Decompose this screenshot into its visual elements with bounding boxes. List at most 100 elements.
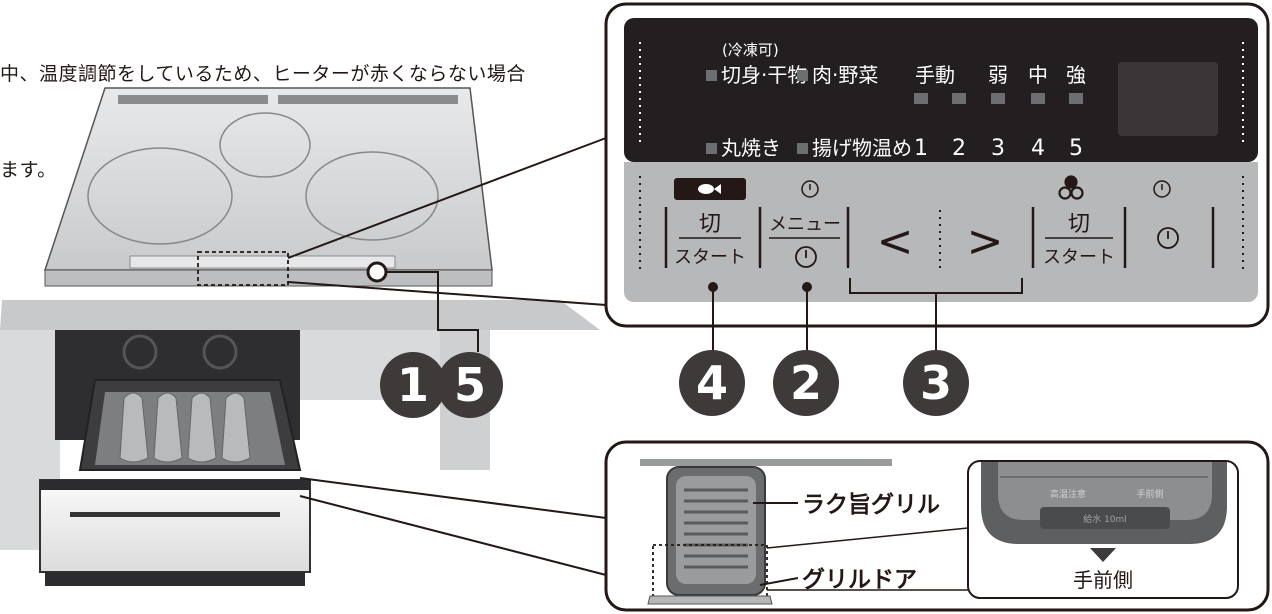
right-arrow-button[interactable]: > xyxy=(942,206,1030,270)
zoom-front-label: 手前側 xyxy=(1136,488,1163,500)
door-label: グリルドア xyxy=(802,566,917,593)
left-arrow-label: < xyxy=(877,216,914,267)
right-timer-button[interactable] xyxy=(1127,206,1211,270)
fish-3 xyxy=(187,392,217,463)
fish-2 xyxy=(153,392,183,463)
burner-center xyxy=(219,112,311,178)
fish-icon xyxy=(698,184,721,194)
timer-icon-right xyxy=(1153,180,1171,198)
indicator-kirimi xyxy=(706,70,717,81)
power-button-highlight xyxy=(366,261,388,283)
vent-left xyxy=(118,95,268,104)
top-plate xyxy=(43,87,493,271)
grill-door xyxy=(39,479,311,573)
level-indicator-4 xyxy=(1031,93,1045,104)
grill-closeup: ラク旨グリル グリルドア 高温注意 手前側 給水 10ml 手前側 xyxy=(604,440,1270,612)
timer-icons xyxy=(801,180,1171,198)
marker-5: 5 xyxy=(437,352,503,418)
callout-grill-upper xyxy=(299,477,607,519)
zoom-water-label: 給水 10ml xyxy=(1083,513,1127,525)
triple-heater-icon xyxy=(1058,175,1084,200)
menu-timer-icon xyxy=(795,246,817,268)
intro-text: 中、温度調節をしているため、ヒーターが赤くならない場合 ます。 xyxy=(0,0,526,218)
fish-group xyxy=(119,392,251,463)
menu-label: メニュー xyxy=(769,214,841,235)
frozen-note: (冷凍可) xyxy=(722,41,779,59)
grill-door-top xyxy=(40,480,310,490)
cavity-ring-right xyxy=(202,334,238,370)
indicator-niku xyxy=(797,70,808,81)
door-callout-line xyxy=(759,577,799,586)
marker-pointers xyxy=(712,278,1023,352)
level-number-5: 5 xyxy=(1069,136,1083,161)
level-number-1: 1 xyxy=(914,136,928,161)
grill-off-label: 切 xyxy=(699,212,721,237)
level-indicator-2 xyxy=(952,93,966,104)
control-panel-closeup: (冷凍可) 切身·干物 肉·野菜 丸焼き 揚げ物温め 手動 弱 中 強 1 2 … xyxy=(604,2,1270,328)
grill-zoom-box xyxy=(652,544,768,602)
level-indicator-3 xyxy=(991,93,1005,104)
marker-5-label: 5 xyxy=(454,358,486,412)
fish-4 xyxy=(221,392,251,463)
level-indicator-1 xyxy=(914,93,928,104)
right-off-start-button[interactable]: 切 スタート xyxy=(1035,206,1123,270)
level-number-3: 3 xyxy=(991,136,1005,161)
menu-maruyaki: 丸焼き xyxy=(721,136,781,160)
control-strip xyxy=(129,255,396,269)
tray-label: ラク旨グリル xyxy=(802,491,940,518)
intro-line-2: ます。 xyxy=(0,159,57,181)
menu-agemono: 揚げ物温め xyxy=(812,136,912,160)
grill-start-label: スタート xyxy=(674,247,746,268)
right-timer-icon xyxy=(1157,227,1179,249)
grill-door-lip xyxy=(647,595,773,605)
vent-right xyxy=(278,95,458,104)
callout-panel-lower xyxy=(287,281,607,306)
callout-grill-lower xyxy=(299,495,607,576)
left-arrow-button[interactable]: < xyxy=(850,206,938,270)
fish-1 xyxy=(119,392,149,463)
callout-panel-upper xyxy=(287,137,607,259)
level-mid: 中 xyxy=(1028,63,1048,87)
callout-power xyxy=(386,271,479,352)
level-number-2: 2 xyxy=(952,136,966,161)
timer-icon-menu xyxy=(801,180,819,198)
marker-2: 2 xyxy=(773,350,839,416)
grill-door-base xyxy=(45,572,305,586)
zoom-callout-upper xyxy=(766,527,969,549)
indicator-agemono xyxy=(797,143,808,154)
cavity-ring-left xyxy=(122,334,158,370)
marker-4-label: 4 xyxy=(696,356,728,410)
marker-3-label: 3 xyxy=(920,356,952,410)
display-area xyxy=(624,18,1258,162)
front-arrow-icon xyxy=(1090,548,1116,562)
level-indicator-5 xyxy=(1069,93,1083,104)
intro-line-1: 中、温度調節をしているため、ヒーターが赤くならない場合 xyxy=(0,63,526,85)
marker-3: 3 xyxy=(903,350,969,416)
marker-2-label: 2 xyxy=(790,356,822,410)
pointer-2-dot xyxy=(802,282,812,292)
cooktop-illustration xyxy=(0,87,600,586)
grill-off-start-button[interactable]: 切 スタート xyxy=(668,206,758,270)
level-weak: 弱 xyxy=(988,63,1008,87)
level-number-4: 4 xyxy=(1031,136,1045,161)
front-side-label: 手前側 xyxy=(1073,568,1133,592)
pointer-4-dot xyxy=(708,282,718,292)
marker-4: 4 xyxy=(679,350,745,416)
callout-lines xyxy=(287,137,607,576)
level-indicators xyxy=(914,93,1083,104)
marker-1-label: 1 xyxy=(397,358,429,412)
marker-1: 1 xyxy=(380,352,446,418)
timer-display xyxy=(1118,62,1218,136)
menu-timer-button[interactable]: メニュー xyxy=(762,206,846,270)
grill-door-handle xyxy=(70,512,280,517)
button-separators xyxy=(664,207,1215,268)
zoom-caution-label: 高温注意 xyxy=(1050,488,1086,500)
menu-kirimi: 切身·干物 xyxy=(721,63,807,87)
menu-niku: 肉·野菜 xyxy=(812,63,878,87)
countertop xyxy=(0,300,600,330)
level-strong: 強 xyxy=(1066,63,1086,87)
grill-rail xyxy=(640,459,892,466)
indicator-maruyaki xyxy=(706,143,717,154)
burner-right xyxy=(305,151,439,241)
